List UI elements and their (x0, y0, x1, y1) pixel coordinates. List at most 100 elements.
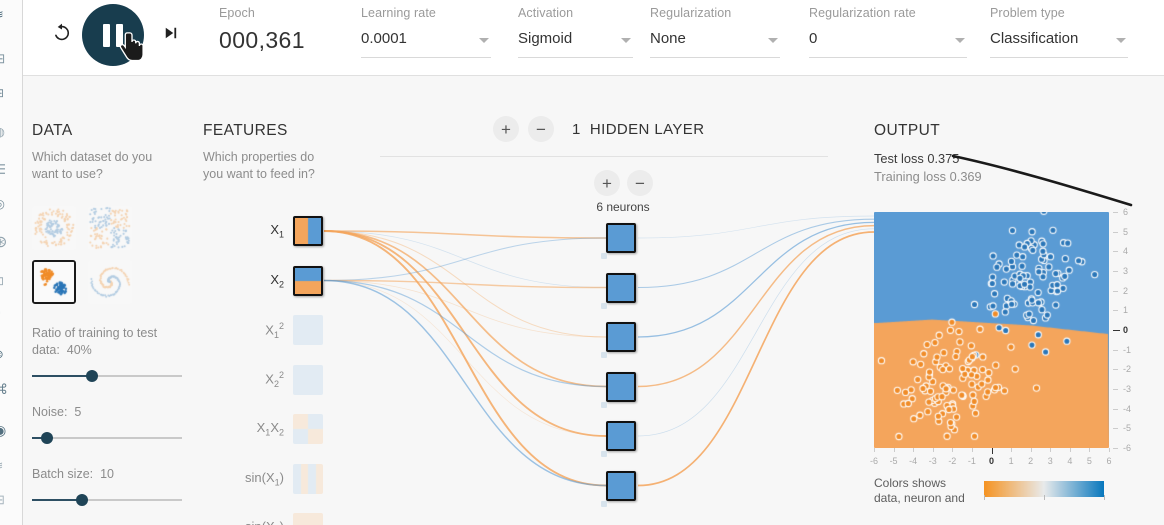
feature-row-X1X2: X1X2 (203, 414, 323, 444)
x-tick-label: -1 (967, 456, 976, 466)
feature-row-sinX2: sin(X2) (203, 513, 323, 525)
test-loss-value: 0.375 (927, 151, 960, 166)
features-panel: FEATURES Which properties do you want to… (203, 122, 323, 183)
feature-row-X2sq: X22 (203, 364, 323, 395)
feature-node-X1X2[interactable] (293, 414, 323, 444)
noise-slider[interactable] (32, 431, 182, 445)
slider-knob[interactable] (86, 370, 98, 382)
activation-select[interactable]: Sigmoid (518, 30, 633, 58)
feature-row-sinX1: sin(X1) (203, 463, 323, 494)
feature-node-canvas (295, 267, 321, 294)
edge-divider (22, 0, 23, 525)
learning-rate-label: Learning rate (361, 6, 436, 20)
hidden-neuron-1[interactable] (606, 223, 636, 253)
epoch-display: Epoch 000,361 (219, 6, 305, 54)
feature-label-X2: X2 (270, 271, 284, 290)
x-tickmark (874, 448, 875, 452)
add-neuron-button[interactable]: + (594, 170, 620, 196)
feature-label-X2sq: X22 (265, 370, 284, 389)
feature-node-X1sq[interactable] (293, 315, 323, 345)
x-tickmark (932, 448, 934, 452)
bias-indicator-5 (601, 451, 607, 457)
remove-layer-button[interactable]: − (528, 116, 554, 142)
slider-knob[interactable] (41, 432, 53, 444)
data-panel: DATA Which dataset do you want to use? R… (32, 122, 182, 525)
epoch-value: 000,361 (219, 27, 305, 53)
dataset-spiral[interactable] (88, 260, 132, 304)
ratio-slider-row: Ratio of training to test data: 40% (32, 325, 182, 383)
dataset-circle[interactable] (32, 206, 76, 250)
y-tick-label: -3 (1123, 384, 1132, 394)
dataset-thumb-canvas (32, 206, 76, 250)
neuron-count-label: 6 neurons (596, 200, 650, 214)
pause-button[interactable] (82, 4, 144, 66)
legend-tickmark (1044, 495, 1045, 500)
dataset-thumbnails (32, 206, 182, 304)
reset-icon[interactable] (47, 18, 77, 48)
legend-gradient-bar (984, 481, 1104, 497)
regularization-select[interactable]: None (650, 30, 780, 58)
feature-node-X1[interactable] (293, 216, 323, 246)
chevron-down-icon (768, 38, 778, 43)
heatmap-canvas[interactable] (874, 212, 1109, 448)
slider-rail (32, 499, 182, 501)
regularization-rate-control: Regularization rate 0 (809, 6, 967, 58)
feature-node-canvas (293, 463, 323, 494)
legend-tickmark (1104, 495, 1105, 500)
hidden-neuron-5[interactable] (606, 421, 636, 451)
dataset-gauss[interactable] (32, 260, 76, 304)
edge-sliver-panel: ≋⊟⊞◍☰◎⊛⊡◐⊜⌘◉≋⊟ (0, 0, 22, 525)
y-tickmark (1113, 251, 1118, 253)
bias-indicator-2 (601, 302, 607, 309)
regularization-rate-value: 0 (809, 30, 818, 47)
x-tick-label: 1 (1008, 456, 1014, 466)
output-heatmap[interactable] (874, 212, 1109, 448)
hidden-neuron-3[interactable] (606, 322, 636, 352)
remove-neuron-button[interactable]: − (627, 170, 653, 196)
x-tickmark (1109, 448, 1110, 452)
feature-node-X2[interactable] (293, 265, 323, 296)
ratio-slider[interactable] (32, 369, 182, 383)
feature-node-canvas (293, 315, 323, 345)
feature-label-sinX1: sin(X1) (245, 469, 284, 488)
learning-rate-control: Learning rate 0.0001 (361, 6, 491, 58)
y-tickmark (1113, 349, 1118, 351)
slider-knob[interactable] (75, 494, 88, 506)
dataset-xor[interactable] (88, 206, 132, 250)
regularization-rate-select[interactable]: 0 (809, 30, 967, 58)
add-layer-button[interactable]: + (493, 116, 519, 142)
y-tick-label: -5 (1123, 423, 1132, 434)
y-tick-label: 5 (1123, 226, 1129, 237)
x-tick-label: -3 (928, 456, 937, 466)
test-loss: Test loss 0.375 (874, 151, 1164, 166)
y-tickmark (1113, 408, 1118, 410)
bias-indicator-1 (601, 253, 607, 259)
batch-slider[interactable] (32, 493, 182, 507)
x-tickmark (913, 448, 915, 452)
main-workspace: DATA Which dataset do you want to use? R… (23, 76, 1164, 525)
dataset-thumb-canvas (88, 260, 132, 304)
x-tick-label: 4 (1067, 456, 1073, 466)
y-tickmark (1113, 212, 1118, 213)
epoch-label: Epoch (219, 6, 255, 20)
x-tick-label: 0 (988, 456, 994, 466)
batch-slider-row: Batch size: 10 (32, 466, 182, 507)
hidden-neuron-2[interactable] (606, 272, 636, 303)
hidden-neuron-6[interactable] (606, 470, 636, 501)
x-tickmark (893, 448, 895, 452)
y-tick-label: 3 (1123, 266, 1129, 276)
learning-rate-select[interactable]: 0.0001 (361, 30, 491, 58)
feature-node-X2sq[interactable] (293, 364, 323, 395)
ratio-value: 40% (66, 343, 92, 357)
regularization-value: None (650, 30, 686, 47)
step-forward-icon[interactable] (157, 19, 185, 47)
layer-divider (380, 156, 828, 157)
y-tick-label: -6 (1123, 443, 1132, 453)
feature-node-sinX1[interactable] (293, 463, 323, 494)
data-panel-subtitle: Which dataset do you want to use? (32, 150, 153, 181)
feature-node-sinX2[interactable] (293, 513, 323, 525)
hidden-layer-title: 1 HIDDEN LAYER (572, 121, 704, 138)
hidden-neuron-4[interactable] (606, 371, 636, 402)
chevron-down-icon (479, 38, 489, 43)
problem-type-select[interactable]: Classification (990, 30, 1128, 58)
